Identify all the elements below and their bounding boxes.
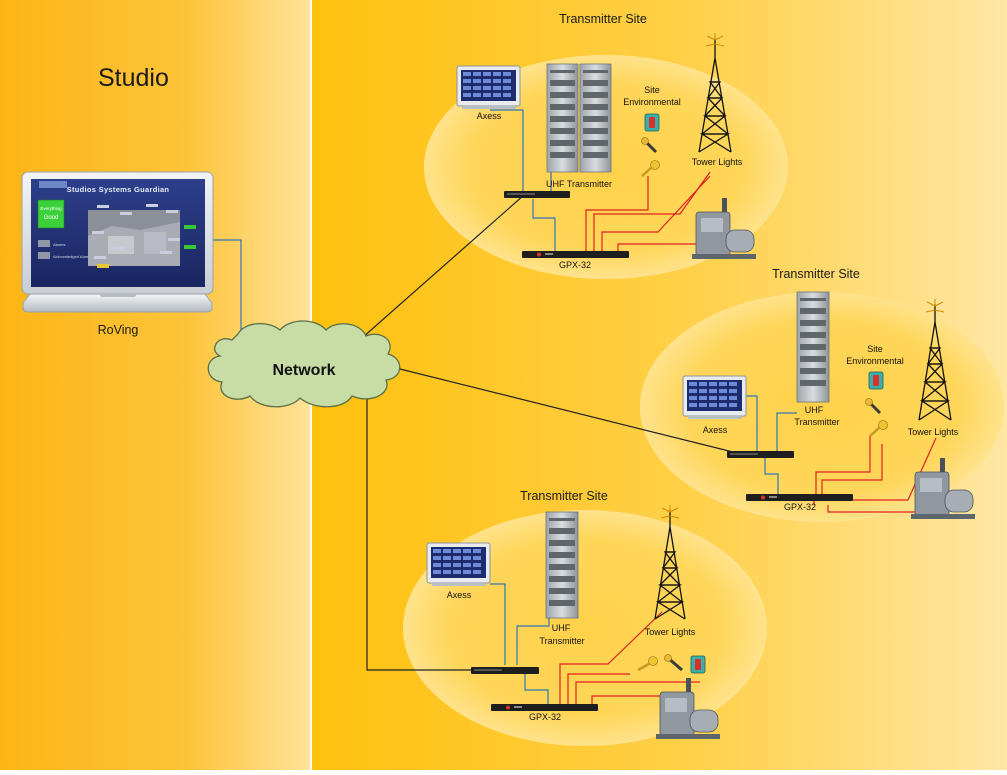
studio-laptop[interactable]: Studios Systems Guardian Everything Good… [21,171,214,313]
site-2-extinguisher-icon [868,371,884,390]
site-3-network-switch[interactable] [471,667,539,674]
legend-item1: Alarms [53,242,65,247]
site-3-transmitter-line1: UHF [552,623,571,633]
screen-heading: Studios Systems Guardian [67,185,170,194]
site-2-key-icon [869,420,888,437]
site-1-network-switch[interactable] [504,191,570,198]
link-network-site3 [366,382,473,671]
site-2-network-switch[interactable] [727,451,794,458]
site-2-axess-monitor[interactable] [682,375,747,419]
network-label: Network [272,362,335,379]
site-1-tower-label: Tower Lights [692,157,743,167]
status-line1: Everything [40,206,62,211]
screen-logo [39,181,67,188]
site-2-title: Transmitter Site [772,267,860,281]
site-2-gpx-unit[interactable] [746,494,853,501]
site-3-axess-monitor[interactable] [426,542,491,586]
site-2-red-links [813,436,937,513]
site-2-blue-links [745,395,797,494]
site-2-generator-icon [911,458,975,519]
site-3-extinguisher-icon [690,655,706,674]
site-2-ellipse [640,292,1004,522]
site-1-sensor-icon [641,137,658,154]
link-network-site1 [361,194,525,339]
site-3-blue-links [490,583,550,704]
site-1-axess-monitor[interactable] [456,65,521,109]
site-1-key-icon [641,160,660,177]
site-1-tower-icon [698,33,732,153]
site-3-sensor-icon [664,654,683,672]
site-3-tower-label: Tower Lights [645,627,696,637]
site-2-axess-label: Axess [703,425,728,435]
network-cloud [207,320,401,408]
studio-title: Studio [98,64,169,92]
site-3-gpx-unit[interactable] [491,704,598,711]
site-2-sensor-icon [865,398,882,415]
site-1-env-line2: Environmental [623,97,681,107]
site-3-tower-icon [654,505,686,620]
site-1-gpx-label: GPX-32 [559,260,591,270]
site-3-red-links [559,611,700,704]
site-3-title: Transmitter Site [520,489,608,503]
site-1-uhf-transmitter[interactable] [546,63,612,173]
site-1-gpx-unit[interactable] [522,251,629,258]
site-2-env-line2: Environmental [846,356,904,366]
laptop-hinge [100,293,136,297]
site-3-generator-icon [656,678,720,739]
site-3-key-icon [637,656,658,672]
site-1-blue-links [490,109,556,251]
site-2-tower-label: Tower Lights [908,427,959,437]
site-2-transmitter-line1: UHF [805,405,824,415]
site-2-gpx-label: GPX-32 [784,502,816,512]
site-2-transmitter-line2: Transmitter [794,417,839,427]
site-2-uhf-transmitter[interactable] [796,291,830,403]
status-line2: Good [44,215,59,221]
site-2-tower-icon [918,299,952,421]
site-1-generator-icon [692,198,756,259]
site-3-transmitter-line2: Transmitter [539,636,584,646]
network-links [361,194,734,671]
site-1-red-links [585,171,711,251]
site-3-axess-label: Axess [447,590,472,600]
link-network-site2 [395,367,734,453]
site-1-env-line1: Site [644,85,660,95]
site-1-title: Transmitter Site [559,12,647,26]
status-tile [37,199,65,229]
site-3-gpx-label: GPX-32 [529,712,561,722]
legend-swatch-1 [38,240,50,247]
site-1-transmitter-label: UHF Transmitter [546,179,612,189]
workstation-label: RoVing [98,323,139,337]
site-3-uhf-transmitter[interactable] [545,511,579,619]
site-1-axess-label: Axess [477,111,502,121]
site-1-extinguisher-icon [644,113,660,132]
laptop-base [22,293,213,313]
link-studio-network [212,239,242,340]
site-2-env-line1: Site [867,344,883,354]
legend-swatch-2 [38,252,50,259]
legend-item2: Acknowledged Alarms [53,254,92,259]
